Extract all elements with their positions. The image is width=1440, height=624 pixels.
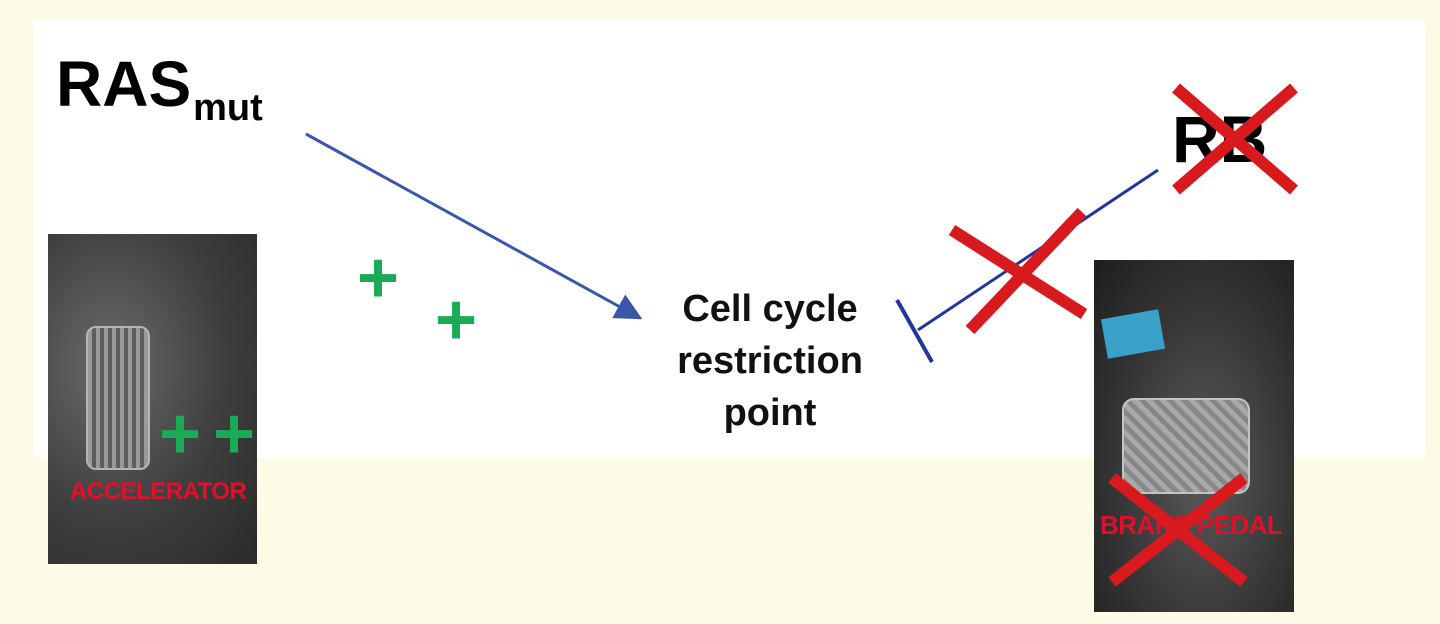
accelerator-pedal-shape: [86, 326, 150, 470]
activation-arrow: [305, 132, 643, 320]
accelerator-pedal-photo: ACCELERATOR: [48, 234, 257, 564]
cell-cycle-restriction-point-label: Cell cycle restriction point: [630, 283, 910, 439]
brake-pedal-shape: [1122, 398, 1250, 494]
inhibition-bar: [895, 299, 934, 363]
plus-sign-4: +: [213, 394, 255, 474]
ras-label-main: RAS: [56, 48, 192, 120]
cell-cycle-line-1: Cell cycle: [682, 288, 858, 330]
ras-label-subscript: mut: [193, 87, 263, 129]
brake-pedal-photo: BRAKE PEDAL: [1094, 260, 1294, 612]
cell-cycle-line-3: point: [723, 392, 817, 434]
accelerator-caption: ACCELERATOR: [70, 478, 247, 505]
brake-cross-mark: [1108, 473, 1248, 587]
cell-cycle-line-2: restriction: [677, 340, 863, 382]
plus-sign-1: +: [357, 238, 399, 318]
ras-mut-label: RASmut: [56, 52, 263, 127]
plus-sign-3: +: [159, 394, 201, 474]
plus-sign-2: +: [435, 280, 477, 360]
inhibition-cross-mark: [948, 207, 1088, 335]
rb-cross-mark: [1172, 83, 1298, 195]
